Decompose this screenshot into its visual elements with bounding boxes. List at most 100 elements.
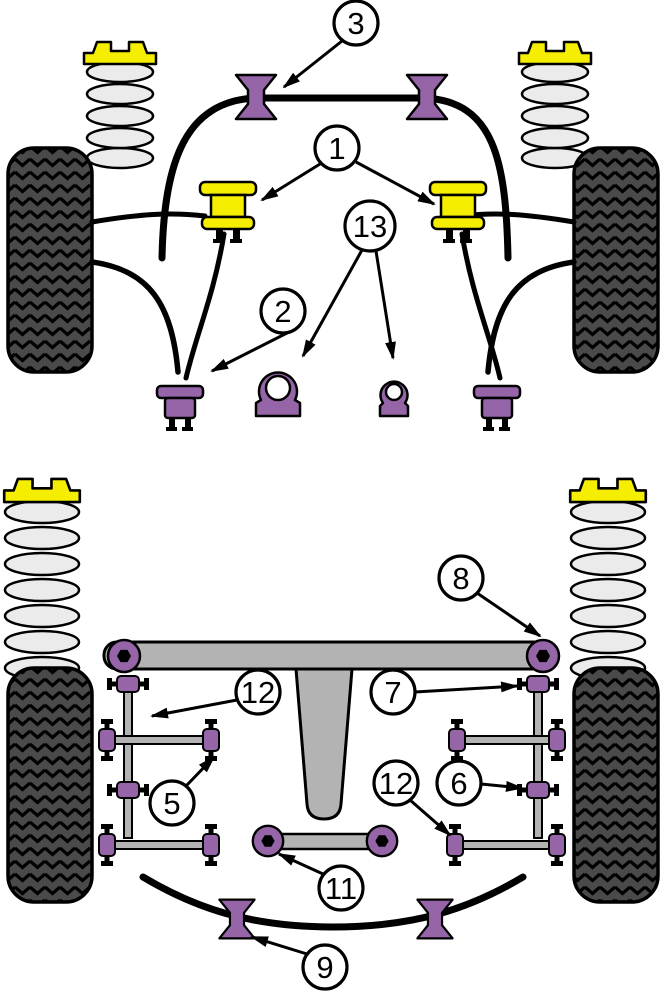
callout-label: 11 [325,871,357,906]
rear-right-lower-stub [533,795,543,839]
front-arm-bush-right [472,384,522,431]
link-bush [548,718,566,762]
callout-label: 12 [241,675,275,710]
front-suspension-view [6,40,660,431]
front-left-arm-upper [89,211,208,225]
callout-circle [437,554,485,602]
rear-left-spring [2,477,82,681]
front-left-tire [6,146,94,374]
front-mount-right [428,180,488,243]
callout-arrow [409,798,452,837]
rear-right-spring [568,477,648,681]
callout-arrow [210,329,292,373]
link-bush [448,718,466,762]
callout-arrow [150,698,238,719]
callout-arrow [355,160,436,206]
callout-rear-12b: 12 [372,759,452,837]
rear-left-lower-link [103,840,215,850]
subframe-stalk [294,667,354,821]
callout-rear-8: 8 [437,554,542,638]
callout-circle [148,779,196,827]
rear-left-mid-link [107,735,213,745]
rear-right-lower-link [451,840,563,850]
link-bush [202,718,220,762]
callout-circle [313,124,361,172]
spring-top-mount [82,40,158,66]
rear-right-tire [572,666,660,904]
callout-label: 9 [316,950,333,985]
link-bush [98,823,116,867]
front-right-spring [517,40,593,170]
callout-rear-11: 11 [277,852,365,912]
callout-arrow [414,681,519,694]
front-mount-left [198,180,258,243]
callout-front-1: 1 [260,124,436,206]
front-right-arm-lower [485,259,577,375]
center-link-bush-left [251,824,285,858]
callout-circle [435,759,483,807]
front-arm-bush-left [155,384,205,431]
rear-anti-roll-bar [139,873,527,931]
callout-circle [369,668,417,716]
callout-label: 5 [163,786,180,821]
link-bush [98,718,116,762]
callout-arrow [277,852,324,876]
callout-arrow [250,935,308,956]
front-anti-roll-bar [158,94,512,262]
callout-rear-9: 9 [250,935,349,991]
front-right-arm-link [459,231,503,381]
link-bush [106,781,150,799]
spring-top-mount [517,40,593,66]
crossmember-bush-right [525,638,561,674]
rear-left-tire [6,666,94,904]
callout-label: 7 [384,675,401,710]
callouts: 3 1 2 13 8 12 [148,0,542,991]
callout-circle [343,199,397,253]
callout-circle [372,759,420,807]
callout-circle [317,864,365,912]
front-left-arm-link [183,231,227,381]
link-bush [548,823,566,867]
callout-label: 2 [274,294,291,329]
crossmember-bush-left [106,638,142,674]
callout-arrow [301,249,364,358]
callout-arrow [480,780,524,792]
callout-label: 1 [328,131,345,166]
callout-rear-12a: 12 [150,668,282,719]
callout-arrow [374,250,396,360]
callout-rear-7: 7 [369,668,519,716]
callout-arrow [282,39,343,89]
callout-front-13: 13 [301,199,397,360]
callout-circle [301,943,349,991]
callout-label: 13 [353,209,387,244]
callout-front-2: 2 [210,287,307,373]
front-left-arm-lower [89,259,181,375]
callout-arrow [184,755,216,788]
callout-label: 12 [379,766,413,801]
callout-circle [259,287,307,335]
callout-circle [332,0,380,47]
callout-arrow [260,162,321,202]
rear-crossmember [102,640,558,671]
link-bush [446,823,464,867]
front-left-spring [82,40,158,170]
rear-suspension-view [2,477,660,940]
callout-label: 8 [452,561,469,596]
spring-top-mount [2,477,82,504]
callout-label: 6 [450,766,467,801]
callout-circle [234,668,282,716]
callout-rear-6: 6 [435,759,524,807]
center-link-bush-right [365,824,399,858]
callout-rear-5: 5 [148,755,216,827]
rear-right-mid-link [455,735,559,745]
callout-label: 3 [347,6,364,41]
link-bush [106,675,150,693]
front-right-tire [572,146,660,374]
callout-arrow [476,591,542,638]
front-bracket-small [378,380,410,418]
spring-top-mount [568,477,648,504]
link-bush [516,781,560,799]
link-bush [516,675,560,693]
